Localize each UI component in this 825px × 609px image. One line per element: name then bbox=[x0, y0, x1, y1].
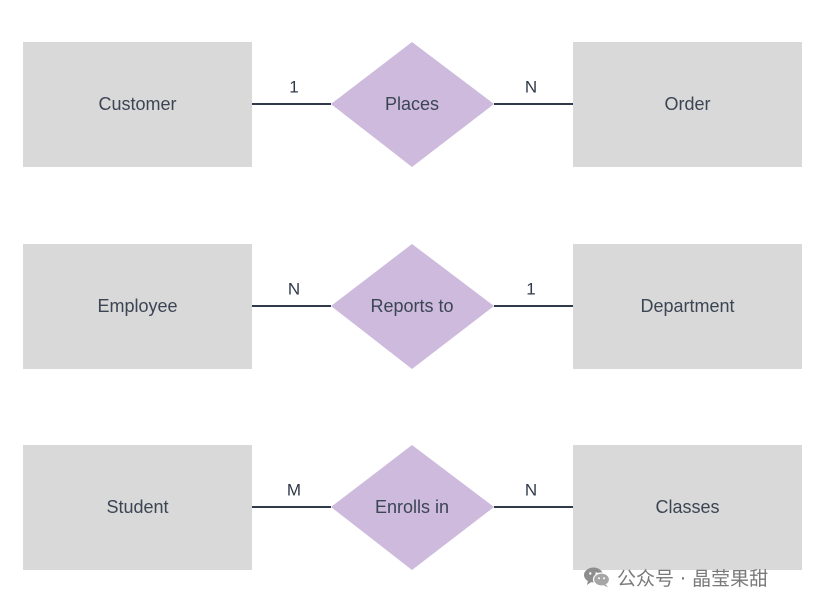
entity-label-left: Customer bbox=[98, 94, 176, 114]
cardinality-left: N bbox=[288, 280, 300, 299]
relationship-label: Reports to bbox=[370, 296, 453, 316]
relationship-label: Enrolls in bbox=[375, 497, 449, 517]
entity-label-left: Student bbox=[106, 497, 168, 517]
wechat-icon bbox=[584, 567, 611, 588]
cardinality-left: M bbox=[287, 481, 301, 500]
entity-box-left bbox=[23, 42, 252, 167]
relationship-diamond bbox=[331, 244, 494, 369]
cardinality-right: N bbox=[525, 481, 537, 500]
cardinality-right: 1 bbox=[526, 280, 535, 299]
entity-label-right: Department bbox=[640, 296, 734, 316]
entity-label-right: Classes bbox=[655, 497, 719, 517]
relationship-label: Places bbox=[385, 94, 439, 114]
entity-box-left bbox=[23, 445, 252, 570]
entity-box-right bbox=[573, 445, 802, 570]
entity-label-right: Order bbox=[664, 94, 710, 114]
relationship-row: Employee Reports to Department N 1 bbox=[23, 244, 802, 369]
relationship-row: Customer Places Order 1 N bbox=[23, 42, 802, 167]
cardinality-left: 1 bbox=[289, 78, 298, 97]
cardinality-right: N bbox=[525, 78, 537, 97]
entity-label-left: Employee bbox=[97, 296, 177, 316]
entity-box-left bbox=[23, 244, 252, 369]
watermark-text: 公众号 · 晶莹果甜 bbox=[617, 567, 769, 590]
watermark: 公众号 · 晶莹果甜 bbox=[583, 563, 768, 591]
relationship-diamond bbox=[331, 445, 494, 570]
relationship-diamond bbox=[331, 42, 494, 167]
relationship-row: Student Enrolls in Classes M N bbox=[23, 445, 802, 570]
entity-box-right bbox=[573, 244, 802, 369]
entity-box-right bbox=[573, 42, 802, 167]
